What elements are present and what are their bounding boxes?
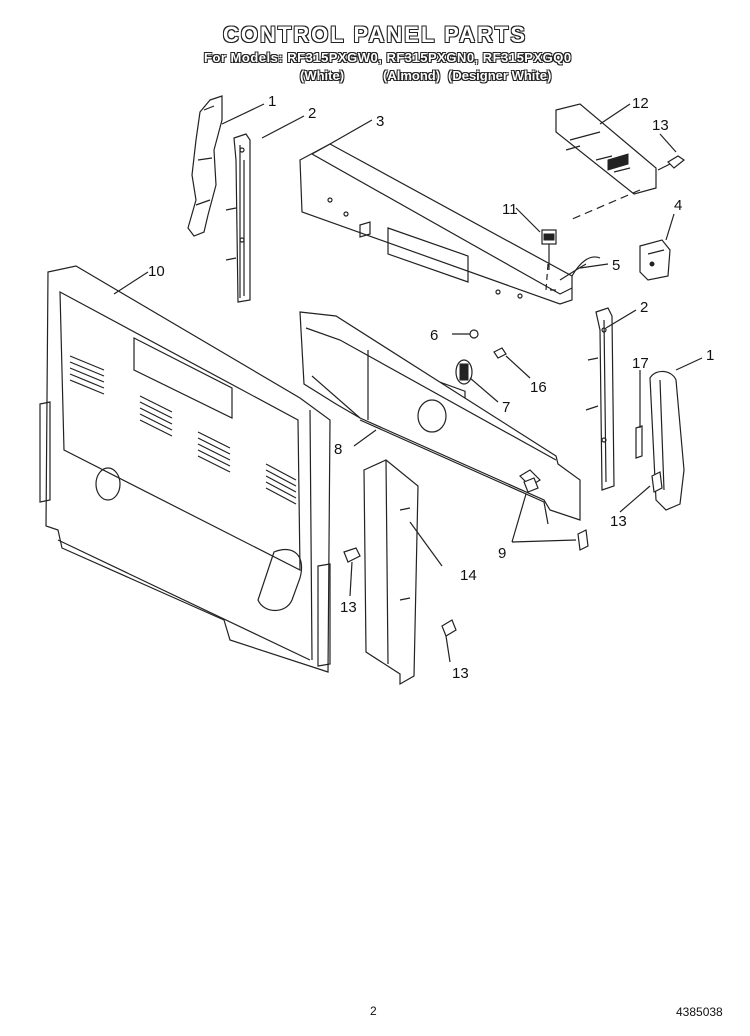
part-2-bracket-left [225, 133, 251, 303]
callout-2-right: 2 [640, 299, 648, 316]
part-13-screw-lower-left [343, 547, 361, 563]
part-2-bracket-right [585, 307, 615, 491]
callout-7: 7 [502, 399, 510, 416]
part-6-grommet [469, 329, 479, 339]
callout-12: 12 [632, 95, 649, 112]
part-12-overlay [555, 103, 657, 195]
part-13-screw-top [657, 155, 686, 171]
part-8-panel-back [299, 311, 581, 525]
callout-10: 10 [148, 263, 165, 280]
page-title: CONTROL PANEL PARTS [222, 22, 528, 47]
color-white: (White) [300, 68, 345, 83]
part-4-clock-module [639, 239, 671, 281]
part-14-side-shield [363, 459, 419, 686]
part-9-screws [523, 477, 589, 551]
part-17-clip [635, 425, 643, 459]
models-line: For Models: RF315PXGW0, RF315PXGN0, RF31… [204, 50, 572, 65]
callout-3: 3 [376, 113, 384, 130]
part-10-rear-panel [39, 265, 331, 673]
callout-14: 14 [460, 567, 477, 584]
callout-13-top: 13 [652, 117, 669, 134]
callout-17: 17 [632, 355, 649, 372]
part-13-screw-lower [441, 619, 457, 637]
document-number: 4385038 [676, 1005, 723, 1019]
callout-6: 6 [430, 327, 438, 344]
callout-2-top: 2 [308, 105, 316, 122]
part-1-end-cap-left [187, 95, 223, 237]
callout-4: 4 [674, 197, 682, 214]
part-11-switch [541, 229, 557, 270]
callout-8: 8 [334, 441, 342, 458]
callout-16: 16 [530, 379, 547, 396]
callout-1-top: 1 [268, 93, 276, 110]
callout-13-lower: 13 [452, 665, 469, 682]
callout-9: 9 [498, 545, 506, 562]
part-5-harness [559, 256, 601, 281]
callout-1-right: 1 [706, 347, 714, 364]
page-number: 2 [370, 1004, 377, 1018]
leader-lines [113, 103, 703, 663]
color-almond: (Almond) [383, 68, 441, 83]
color-designer-white: (Designer White) [448, 68, 552, 83]
part-7-knob [455, 359, 473, 385]
callouts: 1 2 3 12 13 11 4 10 5 2 6 17 1 16 7 8 13… [148, 93, 714, 682]
callout-13-left: 13 [340, 599, 357, 616]
part-16-screw [493, 347, 507, 359]
part-13-screw-right [651, 471, 663, 493]
callout-11: 11 [502, 201, 518, 218]
callout-13-right: 13 [610, 513, 627, 530]
callout-5: 5 [612, 257, 620, 274]
